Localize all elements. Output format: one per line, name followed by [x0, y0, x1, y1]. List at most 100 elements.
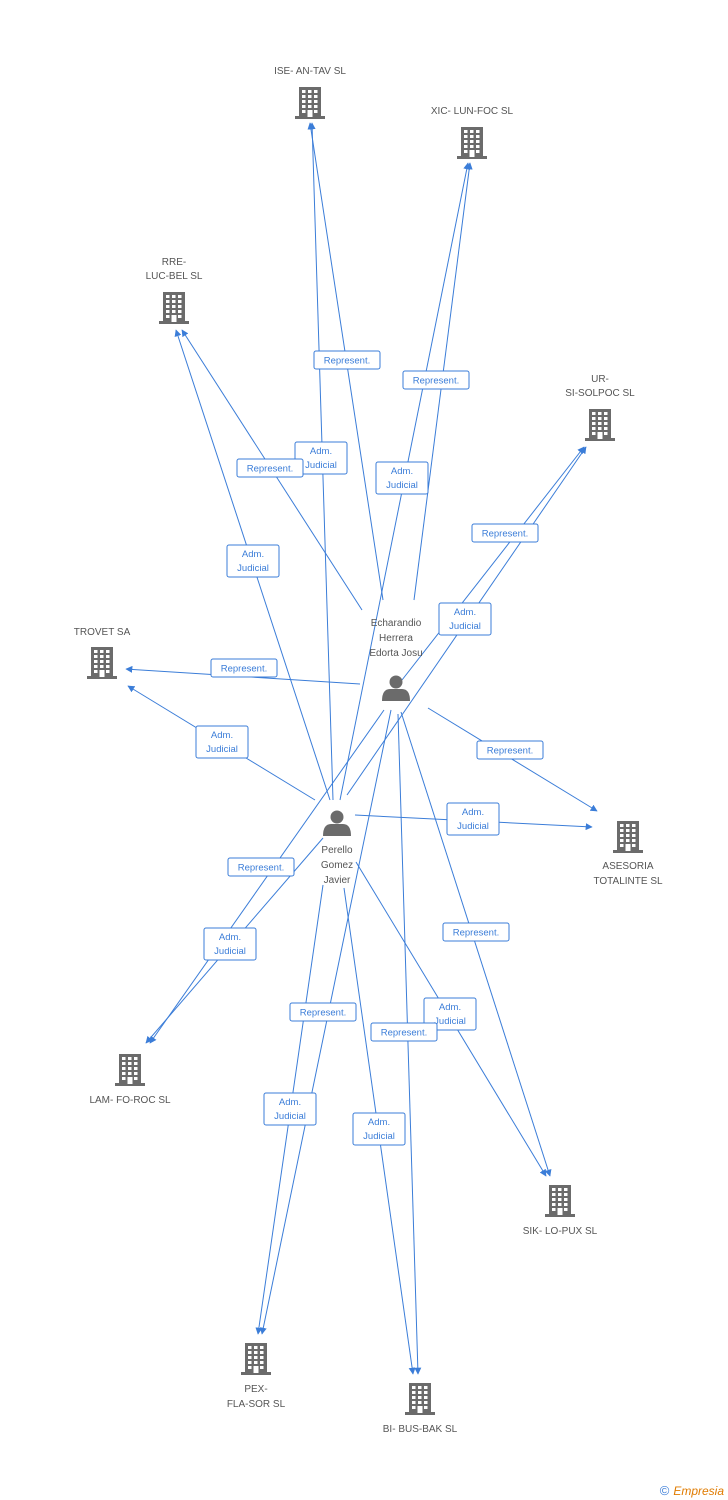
building-icon — [585, 409, 615, 441]
node-lamfo[interactable]: LAM- FO-ROC SL — [89, 1054, 171, 1106]
edge-label-text: Judicial — [457, 821, 489, 832]
edge-label-text: Represent. — [324, 356, 370, 367]
edge-line-e8 — [401, 446, 585, 681]
edge-label-text: Represent. — [238, 863, 284, 874]
edge-label-text: Adm. — [310, 446, 332, 457]
edge-label-box — [203, 927, 257, 961]
edge-label-text: Adm. — [462, 807, 484, 818]
node-label: UR- — [591, 374, 609, 385]
edge-label-box — [446, 802, 500, 836]
edge-label-box — [442, 922, 510, 942]
edge-label-e8[interactable]: Adm.Judicial — [438, 602, 492, 636]
edge-label-text: Adm. — [368, 1117, 390, 1128]
building-icon — [405, 1383, 435, 1415]
node-label: Javier — [324, 875, 351, 886]
node-label: ASESORIA — [602, 861, 653, 872]
edge-label-text: Represent. — [221, 664, 267, 675]
edge-label-e9[interactable]: Represent. — [210, 658, 278, 678]
node-label: Herrera — [379, 633, 413, 644]
edge-label-text: Judicial — [305, 460, 337, 471]
edge-label-e14[interactable]: Adm. Judicial — [203, 927, 257, 961]
node-trovet[interactable]: TROVET SA — [74, 627, 131, 679]
edge-label-box — [226, 544, 280, 578]
copyright-symbol: © — [659, 1483, 670, 1498]
edge-label-text: Judicial — [449, 621, 481, 632]
building-icon — [87, 647, 117, 679]
node-asesoria[interactable]: ASESORIA TOTALINTE SL — [593, 821, 663, 887]
edge-label-text: Judicial — [214, 946, 246, 957]
edge-label-box — [210, 658, 278, 678]
edge-label-e16[interactable]: Adm. Judicial — [423, 997, 477, 1031]
node-label: Perello — [321, 845, 353, 856]
node-xiclun[interactable]: XIC- LUN-FOC SL — [431, 106, 514, 159]
node-label: LAM- FO-ROC SL — [89, 1095, 171, 1106]
edge-label-e19[interactable]: Represent. — [370, 1022, 438, 1042]
edge-label-e4[interactable]: Adm. Judicial — [375, 461, 429, 495]
edge-label-e18[interactable]: Adm.Judicial — [263, 1092, 317, 1126]
edge-label-box — [375, 461, 429, 495]
edge-label-text: Represent. — [247, 464, 293, 475]
edge-label-box — [402, 370, 470, 390]
edge-label-e12[interactable]: Adm. Judicial — [446, 802, 500, 836]
edge-label-text: Represent. — [300, 1008, 346, 1019]
edge-label-text: Adm. — [439, 1002, 461, 1013]
building-icon — [159, 292, 189, 324]
edge-label-box — [289, 1002, 357, 1022]
node-label: PEX- — [244, 1384, 267, 1395]
node-label: Edorta Josu — [369, 648, 422, 659]
edge-label-box — [236, 458, 304, 478]
edge-label-e2[interactable]: Adm. Judicial — [294, 441, 348, 475]
edge-label-text: Judicial — [434, 1016, 466, 1027]
edge-label-text: Represent. — [453, 928, 499, 939]
edge-label-e20[interactable]: Adm. Judicial — [352, 1112, 406, 1146]
node-label: LUC-BEL SL — [146, 271, 203, 282]
edge-line-e15 — [400, 711, 552, 1177]
node-isean[interactable]: ISE- AN-TAV SL — [274, 66, 346, 119]
node-label: TROVET SA — [74, 627, 131, 638]
edge-label-text: Judicial — [206, 744, 238, 755]
edge-label-text: Adm. — [219, 932, 241, 943]
edge-line-e18 — [259, 709, 392, 1335]
brand-logo: Empresia — [673, 1484, 724, 1498]
edge-label-e5[interactable]: Represent. — [236, 458, 304, 478]
node-label: SIK- LO-PUX SL — [523, 1226, 598, 1237]
node-label: FLA-SOR SL — [227, 1399, 286, 1410]
edge-label-e7[interactable]: Represent. — [471, 523, 539, 543]
edge-label-text: Represent. — [381, 1028, 427, 1039]
building-icon — [241, 1343, 271, 1375]
edge-label-box — [195, 725, 249, 759]
node-label: Gomez — [321, 860, 353, 871]
edge-label-box — [471, 523, 539, 543]
edge-label-e3[interactable]: Represent. — [402, 370, 470, 390]
node-bibus[interactable]: BI- BUS-BAK SL — [383, 1383, 458, 1435]
edge-label-text: Adm. — [279, 1097, 301, 1108]
edge-label-box — [294, 441, 348, 475]
edge-label-e10[interactable]: Adm.Judicial — [195, 725, 249, 759]
edge-label-box — [313, 350, 381, 370]
edge-label-text: Judicial — [363, 1131, 395, 1142]
node-label: ISE- AN-TAV SL — [274, 66, 346, 77]
edge-label-e17[interactable]: Represent. — [289, 1002, 357, 1022]
node-label: SI-SOLPOC SL — [565, 388, 635, 399]
edge-label-e1[interactable]: Represent. — [313, 350, 381, 370]
node-label: TOTALINTE SL — [593, 876, 663, 887]
node-ursi[interactable]: UR- SI-SOLPOC SL — [565, 374, 635, 441]
footer-brand[interactable]: ©Empresia — [660, 1483, 724, 1498]
node-rreluc[interactable]: RRE- LUC-BEL SL — [146, 257, 203, 324]
edge-label-box — [476, 740, 544, 760]
edge-label-e6[interactable]: Adm.Judicial — [226, 544, 280, 578]
edge-label-e15[interactable]: Represent. — [442, 922, 510, 942]
node-pexfla[interactable]: PEX- FLA-SOR SL — [227, 1343, 286, 1410]
node-label: RRE- — [162, 257, 186, 268]
building-icon — [115, 1054, 145, 1086]
edge-label-text: Adm. — [391, 466, 413, 477]
edge-label-e13[interactable]: Represent. — [227, 857, 295, 877]
edge-label-text: Judicial — [386, 480, 418, 491]
edge-label-text: Represent. — [413, 376, 459, 387]
edge-label-box — [423, 997, 477, 1031]
node-siklo[interactable]: SIK- LO-PUX SL — [523, 1185, 598, 1237]
edge-label-e11[interactable]: Represent. — [476, 740, 544, 760]
